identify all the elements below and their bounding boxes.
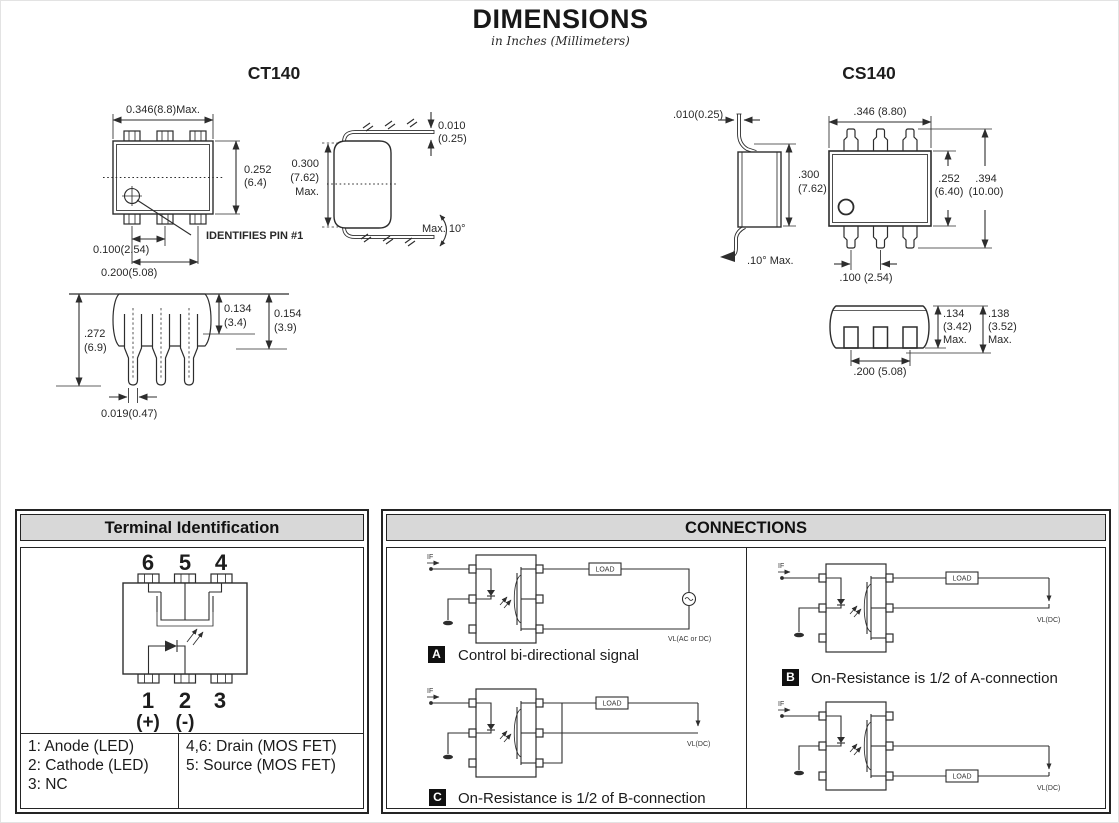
dim-lead-thickness: .010(0.25): [673, 109, 723, 121]
terminal-table: 1: Anode (LED) 2: Cathode (LED) 3: NC 4,…: [21, 733, 363, 808]
dim-pin-pitch: 0.100(2.54): [93, 244, 149, 256]
ct140-dimension-drawing: IDENTIFIES PIN #1 0.346(8.8)Max. 0.252 (…: [56, 104, 467, 420]
svg-text:(7.62): (7.62): [798, 183, 827, 195]
dim-seated-height: 0.154: [274, 308, 302, 320]
dim-lead-angle: Max. 10°: [422, 223, 466, 235]
circuit-d: IF LOAD VL(DC): [778, 701, 1060, 792]
cs140-front-view: .346 (8.80) .252 (6.40) .394 (10.00) .10…: [828, 106, 1004, 284]
svg-text:(3.9): (3.9): [274, 322, 297, 334]
terminal-table-right: 4,6: Drain (MOS FET) 5: Source (MOS FET): [186, 738, 337, 774]
polarity-minus: (-): [176, 712, 195, 733]
vl-label: VL(DC): [1037, 785, 1060, 792]
dim-top-width: .346 (8.80): [853, 106, 906, 118]
dim-lead-length: .272: [84, 328, 105, 340]
caption-b-text: On-Resistance is 1/2 of A-connection: [811, 670, 1058, 687]
terminal-table-left: 1: Anode (LED) 2: Cathode (LED) 3: NC: [21, 734, 179, 808]
svg-text:(3.52): (3.52): [988, 321, 1017, 333]
svg-text:Max.: Max.: [988, 334, 1012, 346]
svg-text:Max.: Max.: [295, 186, 319, 198]
if-label: IF: [427, 688, 433, 695]
page-title: DIMENSIONS: [472, 4, 649, 34]
caption-c-badge: C: [429, 789, 446, 806]
if-label: IF: [778, 701, 784, 708]
svg-text:6: 6: [142, 550, 154, 575]
svg-text:(6.9): (6.9): [84, 342, 107, 354]
dim-lead-width: 0.019(0.47): [101, 408, 157, 420]
caption-b-badge: B: [782, 669, 799, 686]
dim-standoff: 0.134: [224, 303, 252, 315]
dim-pin-span: .200 (5.08): [853, 366, 906, 378]
dim-body-height: .252: [938, 173, 959, 185]
terminal-identification-panel: Terminal Identification 1: Anode (LED) 2…: [15, 509, 369, 814]
page-subtitle: in Inches (Millimeters): [491, 34, 630, 48]
dim-overall-height: .394: [975, 173, 996, 185]
svg-text:Max.: Max.: [943, 334, 967, 346]
svg-text:1: 1: [142, 688, 154, 713]
vl-label: VL(DC): [687, 741, 710, 748]
dim-lead-angle: .10° Max.: [747, 255, 794, 267]
dim-standoff: .134: [943, 308, 964, 320]
dim-side-height: 0.300: [291, 158, 319, 170]
polarity-plus: (+): [136, 712, 160, 733]
svg-text:(6.4): (6.4): [244, 177, 267, 189]
svg-text:(7.62): (7.62): [290, 172, 319, 184]
svg-text:3: 3: [214, 688, 226, 713]
svg-text:(10.00): (10.00): [969, 186, 1004, 198]
terminal-pin-diagram: 6 5 4 1 2 3 (+) (-): [122, 550, 248, 733]
dim-side-height: .300: [798, 169, 819, 181]
connections-divider: [746, 547, 747, 809]
terminal-identification-header: Terminal Identification: [20, 514, 364, 541]
circuit-a: IF LOAD VL(AC or DC): [427, 554, 711, 643]
vl-label: VL(DC): [1037, 617, 1060, 624]
pin1-marker: [837, 198, 855, 216]
dim-seated-height: .138: [988, 308, 1009, 320]
svg-text:2: 2: [179, 688, 191, 713]
svg-text:(6.40): (6.40): [935, 186, 964, 198]
caption-a-badge: A: [428, 646, 445, 663]
caption-a-text: Control bi-directional signal: [458, 647, 639, 664]
ct140-front-view: .272 (6.9) 0.134 (3.4) 0.154 (3.9) 0.019…: [56, 293, 302, 420]
internal-circuit: [147, 583, 223, 674]
vl-label: VL(AC or DC): [668, 636, 711, 643]
connections-circuits: IF LOAD VL(AC or DC) IF LOAD: [427, 554, 1060, 792]
svg-text:(3.4): (3.4): [224, 317, 247, 329]
cs140-side-view: .010(0.25) .10° Max. .300 (7.62): [673, 109, 827, 267]
load-label: LOAD: [952, 576, 971, 583]
svg-text:(0.25): (0.25): [438, 133, 467, 145]
cs140-label: CS140: [842, 63, 896, 83]
ct140-side-view: 0.300 (7.62) Max. 0.010 (0.25) Max. 10°: [290, 112, 467, 247]
svg-text:(3.42): (3.42): [943, 321, 972, 333]
circuit-b: IF LOAD VL(DC): [778, 563, 1060, 652]
if-label: IF: [427, 554, 433, 561]
load-label: LOAD: [595, 567, 614, 574]
ct140-top-view: IDENTIFIES PIN #1 0.346(8.8)Max. 0.252 (…: [93, 104, 303, 279]
dim-top-width: 0.346(8.8)Max.: [126, 104, 200, 116]
cs140-bottom-view: .134 (3.42) Max. .138 (3.52) Max. .200 (…: [829, 305, 1017, 378]
circuit-c: IF LOAD VL(DC): [427, 688, 710, 777]
ct140-label: CT140: [247, 63, 301, 83]
svg-text:4: 4: [215, 550, 228, 575]
load-label: LOAD: [952, 774, 971, 781]
cs140-dimension-drawing: .010(0.25) .10° Max. .300 (7.62): [673, 106, 1017, 378]
dim-body-height: 0.252: [244, 164, 272, 176]
load-label: LOAD: [602, 701, 621, 708]
dim-lead-thickness: 0.010: [438, 120, 466, 132]
caption-c-text: On-Resistance is 1/2 of B-connection: [458, 790, 706, 807]
pin1-note: IDENTIFIES PIN #1: [206, 230, 303, 242]
if-label: IF: [778, 563, 784, 570]
connections-header: CONNECTIONS: [386, 514, 1106, 541]
terminal-identification-body: 1: Anode (LED) 2: Cathode (LED) 3: NC 4,…: [20, 547, 364, 809]
svg-text:5: 5: [179, 550, 191, 575]
dim-pin-pitch: .100 (2.54): [839, 272, 892, 284]
dim-pin-span: 0.200(5.08): [101, 267, 157, 279]
